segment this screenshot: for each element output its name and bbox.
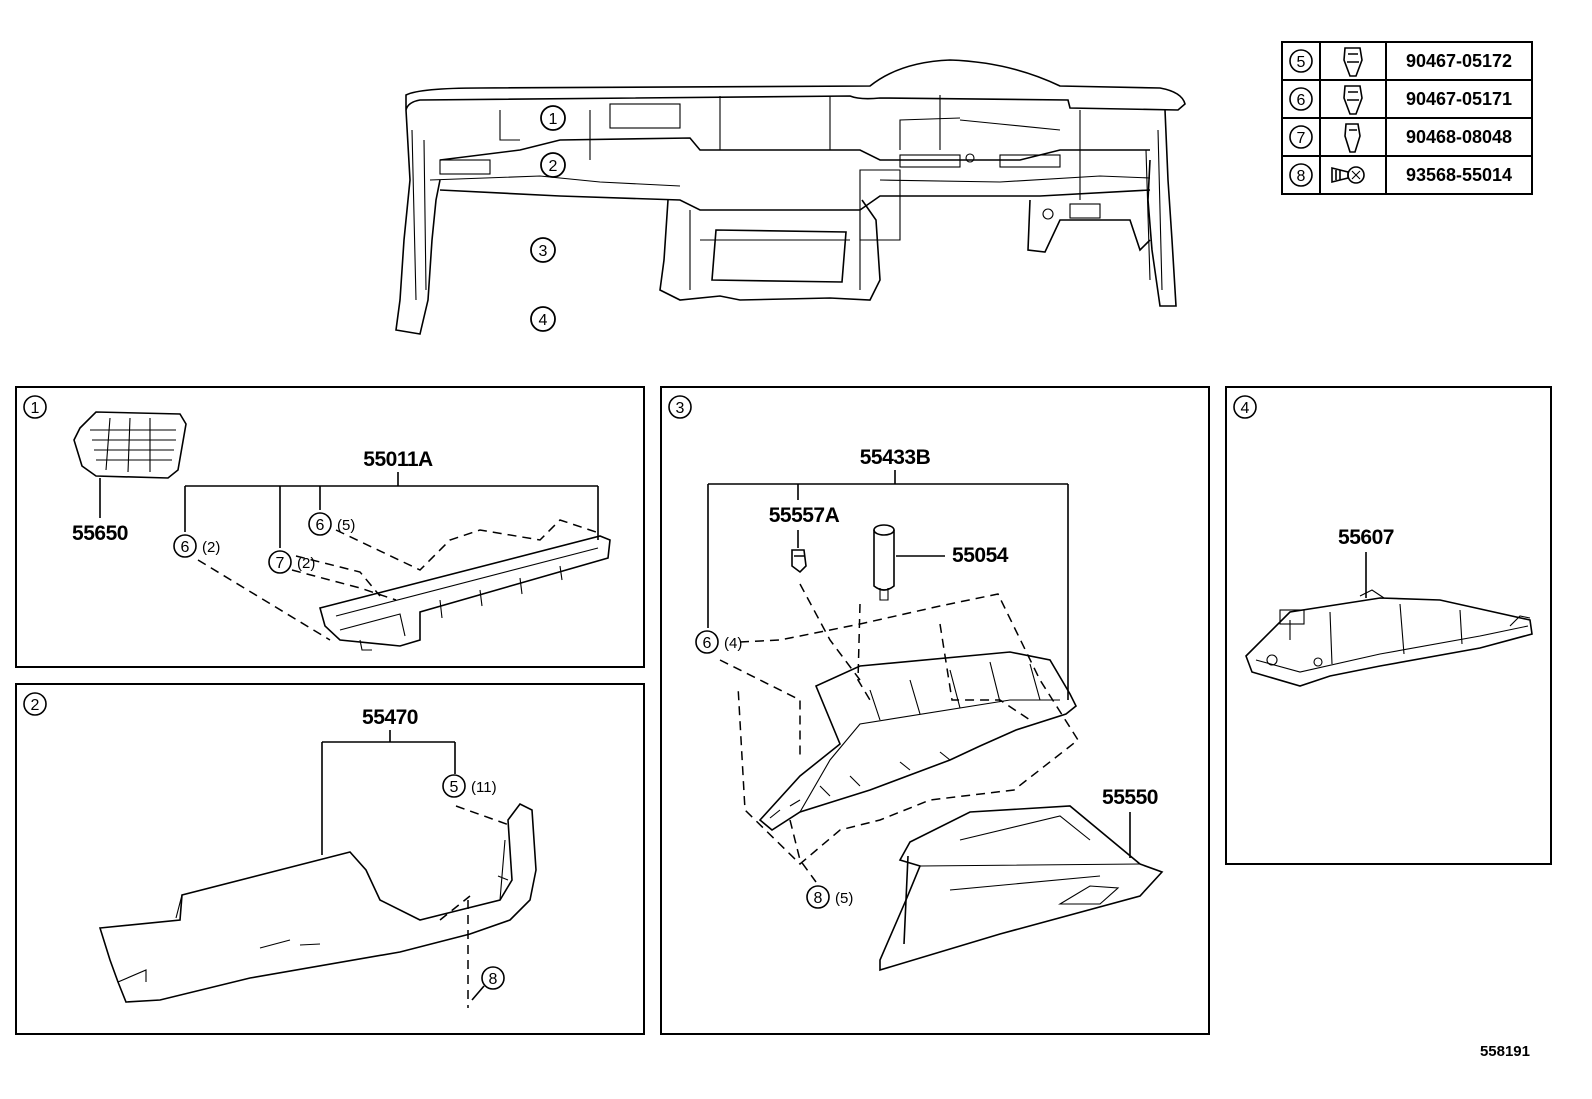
- svg-text:1: 1: [31, 400, 40, 417]
- part-label-55557a: 55557A: [769, 504, 840, 527]
- quantity-label: (2): [297, 555, 315, 572]
- overview-callout-2[interactable]: 2: [540, 152, 566, 178]
- vent-part[interactable]: [73, 411, 187, 518]
- quantity-label: (2): [202, 539, 220, 556]
- callout-8[interactable]: 8: [481, 966, 505, 990]
- part-label-55433b: 55433B: [860, 446, 931, 469]
- instrument-panel-part[interactable]: [319, 535, 611, 651]
- quantity-label: (4): [724, 635, 742, 652]
- part-number: 90467-05172: [1406, 51, 1512, 71]
- panel-2: 2 55470 5 (11) 8: [15, 683, 645, 1035]
- clip-icon: [1343, 47, 1363, 77]
- table-row: 6 90467-05171: [1289, 85, 1512, 115]
- svg-text:4: 4: [539, 312, 548, 329]
- illustration-number: 558191: [1480, 1043, 1530, 1060]
- panel-number-badge: 4: [1233, 395, 1257, 419]
- part-number: 90468-08048: [1406, 127, 1512, 147]
- part-label-55550: 55550: [1102, 786, 1158, 809]
- part-label-55470: 55470: [362, 706, 418, 729]
- svg-text:6: 6: [703, 635, 712, 652]
- lower-cover-part[interactable]: [98, 802, 537, 1003]
- panel-1: 1 55650 55011A 6 (5) 6: [15, 386, 645, 668]
- table-row: 7 90468-08048: [1289, 123, 1512, 153]
- damper-part[interactable]: [873, 524, 895, 601]
- part-label-55011a: 55011A: [363, 448, 433, 471]
- overview-callout-1[interactable]: 1: [540, 105, 566, 131]
- panel-number-badge: 1: [23, 395, 47, 419]
- part-number: 93568-55014: [1406, 165, 1512, 185]
- part-number: 90467-05171: [1406, 89, 1512, 109]
- svg-text:2: 2: [549, 158, 558, 175]
- quantity-label: (11): [471, 779, 497, 796]
- svg-text:6: 6: [1297, 92, 1306, 109]
- table-row: 8 93568-55014: [1289, 163, 1512, 187]
- svg-text:8: 8: [1297, 168, 1306, 185]
- overview-callout-3[interactable]: 3: [530, 237, 556, 263]
- panel-number-badge: 3: [668, 395, 692, 419]
- svg-text:6: 6: [316, 517, 325, 534]
- dashboard-overview: [395, 59, 1186, 335]
- svg-text:1: 1: [549, 111, 558, 128]
- overview-callout-4[interactable]: 4: [530, 306, 556, 332]
- svg-text:3: 3: [676, 400, 685, 417]
- callout-5[interactable]: 5: [442, 774, 466, 798]
- panel-number-badge: 2: [23, 692, 47, 716]
- svg-text:8: 8: [489, 971, 498, 988]
- glove-box-part[interactable]: [879, 805, 1164, 972]
- svg-text:2: 2: [31, 697, 40, 714]
- callout-7[interactable]: 7: [268, 550, 292, 574]
- quantity-label: (5): [337, 517, 355, 534]
- svg-text:7: 7: [1297, 130, 1306, 147]
- callout-6[interactable]: 6: [308, 512, 332, 536]
- svg-text:4: 4: [1241, 400, 1250, 417]
- svg-text:3: 3: [539, 243, 548, 260]
- callout-6[interactable]: 6: [695, 630, 719, 654]
- svg-text:7: 7: [276, 555, 285, 572]
- callout-8[interactable]: 8: [806, 885, 830, 909]
- clip-icon: [1343, 85, 1363, 115]
- support-bracket-part[interactable]: [1245, 589, 1533, 687]
- quantity-label: (5): [835, 890, 853, 907]
- panel-4: 4 55607: [1225, 386, 1552, 865]
- svg-text:5: 5: [1297, 54, 1306, 71]
- part-label-55650: 55650: [72, 522, 128, 545]
- callout-6[interactable]: 6: [173, 534, 197, 558]
- part-label-55607: 55607: [1338, 526, 1394, 549]
- fastener-table: 5 90467-05172 6 90467-05171 7 90468-0804…: [1281, 41, 1533, 195]
- part-label-55054: 55054: [952, 544, 1009, 567]
- svg-text:5: 5: [450, 779, 459, 796]
- table-row: 5 90467-05172: [1289, 47, 1512, 77]
- screw-icon: [1331, 166, 1365, 184]
- clip-icon: [1344, 123, 1361, 153]
- svg-text:8: 8: [814, 890, 823, 907]
- glove-box-housing-part[interactable]: [758, 651, 1078, 831]
- bulb-part[interactable]: [791, 549, 807, 574]
- svg-text:6: 6: [181, 539, 190, 556]
- panel-3: 3 55433B 55557A 55054: [660, 386, 1210, 1035]
